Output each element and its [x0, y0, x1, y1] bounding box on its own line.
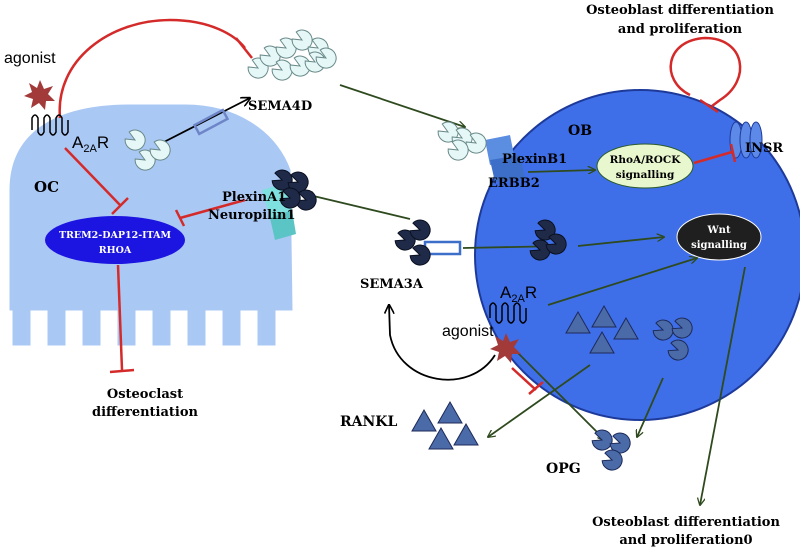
erbb2-label: ERBB2 [488, 176, 540, 191]
bottom-right-label-line1: Osteoblast differentiation [592, 515, 780, 530]
activation-arrows [305, 84, 746, 505]
rhoa-label-line2: signalling [616, 169, 675, 181]
sema4d-label: SEMA4D [248, 99, 312, 114]
trem2-label-line2: RHOA [99, 245, 132, 256]
plexina1-label: PlexinA1 [222, 190, 286, 205]
insr-receptor [729, 121, 763, 159]
black-arrows [161, 98, 496, 381]
rankl-molecules [411, 304, 639, 450]
oc-label: OC [34, 178, 59, 196]
inhibition-lines [58, 18, 742, 395]
rhoa-rock-node [596, 143, 694, 189]
bottom-right-label-line2: and proliferation0 [619, 533, 752, 548]
agonist-star-right [490, 333, 521, 363]
top-right-label-line2: and proliferation [618, 22, 743, 37]
a2ar-receptor-left [31, 114, 69, 136]
a2ar-label-left: A2AR [72, 133, 109, 155]
trem2-complex [45, 216, 185, 264]
plexinb1-label: PlexinB1 [502, 152, 567, 167]
insr-label: INSR [745, 141, 783, 156]
osteoblast-cell [474, 89, 800, 421]
wnt-label-line2: signalling [691, 240, 747, 251]
agonist-star-left [24, 80, 55, 110]
osteoclast-label-line1: Osteoclast [107, 387, 183, 402]
opg-label: OPG [546, 461, 581, 477]
a2ar-receptor-right [489, 302, 527, 324]
trem2-label-line1: TREM2-DAP12-ITAM [59, 230, 172, 241]
ob-label: OB [568, 123, 592, 139]
agonist-label-left: agonist [4, 50, 56, 67]
top-right-label-line1: Osteoblast differentiation [586, 3, 774, 18]
wnt-label-line1: Wnt [706, 225, 731, 236]
rankl-label: RANKL [340, 414, 397, 430]
agonist-label-right: agonist [442, 323, 494, 340]
a2ar-label-right: A2AR [500, 283, 537, 305]
sema4d-transport-tube [192, 108, 230, 136]
plexinb1-receptor [485, 135, 525, 182]
osteoclast-label-line2: differentiation [92, 405, 199, 420]
rhoa-label-line1: RhoA/ROCK [610, 154, 682, 166]
sema3a-label: SEMA3A [360, 277, 424, 292]
neuropilin1-label: Neuropilin1 [208, 208, 296, 223]
wnt-node [676, 213, 762, 261]
